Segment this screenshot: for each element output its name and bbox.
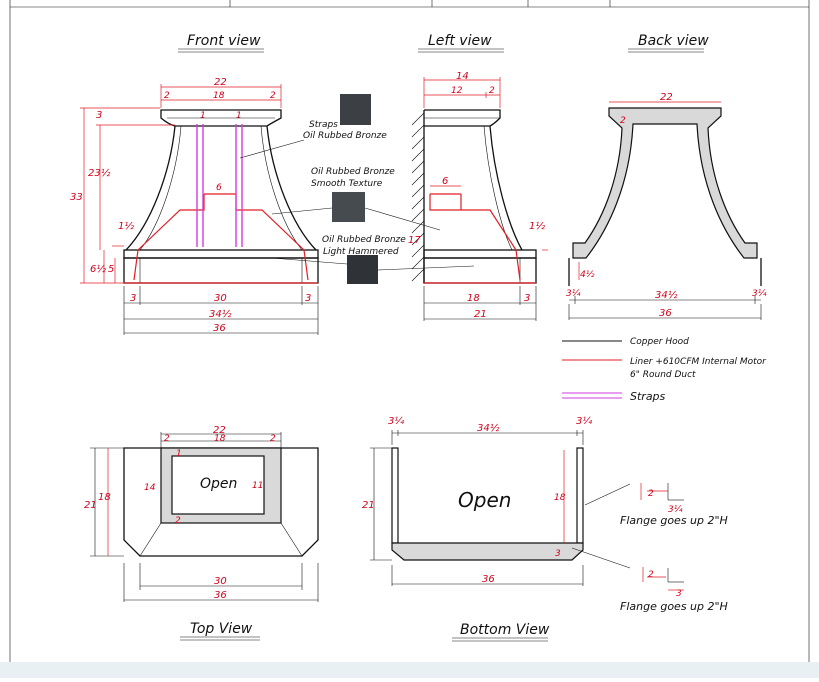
top-dim-h21: 21 xyxy=(84,500,97,511)
front-view: Front view 22 18 2 2 1 1 6 xyxy=(70,33,319,335)
flange-b-two: 2 xyxy=(648,570,654,580)
front-dim-34half: 34½ xyxy=(209,308,232,320)
top-dim-corner: 2 xyxy=(175,516,181,526)
front-dim-base-a: 6½ xyxy=(90,263,106,275)
top-dim-22: 22 xyxy=(213,425,226,436)
front-dim-36: 36 xyxy=(213,323,226,334)
smooth-callout-line1: Oil Rubbed Bronze xyxy=(311,167,395,177)
straps-callout-finish: Oil Rubbed Bronze xyxy=(303,131,387,141)
front-dim-strap-b: 1 xyxy=(236,111,242,121)
flange-b-text: Flange goes up 2"H xyxy=(620,600,728,613)
front-dim-collar: 3 xyxy=(96,110,102,121)
left-dim-3: 3 xyxy=(524,293,530,304)
back-dim-right: 3¼ xyxy=(752,289,767,299)
front-view-title: Front view xyxy=(187,33,261,49)
flange-details: 2 3¼ Flange goes up 2"H 2 3 Flange goes … xyxy=(571,483,728,613)
top-dim-h18: 18 xyxy=(98,492,111,503)
top-view-title: Top View xyxy=(190,621,253,637)
front-dim-22: 22 xyxy=(214,77,227,88)
hammered-swatch xyxy=(347,255,378,284)
finish-callouts: Straps Oil Rubbed Bronze Oil Rubbed Bron… xyxy=(239,94,475,284)
legend-liner-label-2: 6" Round Duct xyxy=(630,370,696,380)
back-dim-22: 22 xyxy=(660,92,673,103)
bottom-dim-three: 3 xyxy=(555,549,561,559)
legend-copper-label: Copper Hood xyxy=(630,337,689,347)
bottom-dim-36: 36 xyxy=(482,574,495,585)
viewer-bottom-bar xyxy=(0,662,819,678)
smooth-swatch xyxy=(332,192,365,222)
back-dim-34half: 34½ xyxy=(655,289,678,301)
legend-liner-label-1: Liner +610CFM Internal Motor xyxy=(630,357,767,367)
top-dim-left: 2 xyxy=(164,434,170,444)
left-dim-14: 14 xyxy=(456,71,469,82)
top-dim-right: 2 xyxy=(270,434,276,444)
flange-a-two: 2 xyxy=(648,489,654,499)
bottom-dim-left: 3¼ xyxy=(388,415,404,427)
hammered-callout-line1: Oil Rubbed Bronze xyxy=(322,235,406,245)
front-dim-base-b: 5 xyxy=(108,264,114,275)
front-dim-3a: 3 xyxy=(130,293,136,304)
back-dim-corner: 2 xyxy=(620,116,626,126)
straps-callout-title: Straps xyxy=(309,120,338,130)
back-dim-leg: 4½ xyxy=(580,270,595,280)
line-legend: Copper Hood Liner +610CFM Internal Motor… xyxy=(562,337,767,403)
front-dim-23half: 23½ xyxy=(88,167,111,179)
top-dim-36: 36 xyxy=(214,590,227,601)
left-dim-17: 17 xyxy=(408,235,421,246)
top-dim-18: 18 xyxy=(214,434,226,444)
top-view: 22 18 2 2 1 Open 14 11 2 21 18 30 36 Top… xyxy=(84,425,319,641)
hammered-callout-line2: Light Hammered xyxy=(323,247,399,257)
front-dim-2a: 2 xyxy=(164,91,170,101)
bottom-dim-h21: 21 xyxy=(362,500,375,511)
front-dim-18: 18 xyxy=(213,91,225,101)
top-dim-11: 11 xyxy=(252,481,263,491)
front-dim-strap-a: 1 xyxy=(200,111,206,121)
left-dim-2: 2 xyxy=(489,86,495,96)
top-dim-one: 1 xyxy=(176,449,182,459)
front-dim-2b: 2 xyxy=(270,91,276,101)
front-dim-33: 33 xyxy=(70,192,83,203)
left-view: Left view 14 12 2 6 1 xyxy=(408,33,548,321)
back-dim-left: 3¼ xyxy=(566,289,581,299)
legend-straps-label: Straps xyxy=(630,390,666,403)
bottom-view-title: Bottom View xyxy=(460,622,550,638)
flange-b-three: 3 xyxy=(676,589,682,599)
bottom-dim-34half: 34½ xyxy=(477,422,500,434)
bottom-dim-right: 3¼ xyxy=(576,415,592,427)
back-view: Back view 22 2 4½ 3¼ 34½ 3¼ 36 xyxy=(566,33,767,320)
left-dim-12: 12 xyxy=(451,86,463,96)
left-dim-6: 6 xyxy=(442,176,448,187)
left-dim-18: 18 xyxy=(467,293,480,304)
top-open-label: Open xyxy=(200,476,237,492)
bottom-view: 3¼ 34½ 3¼ Open 18 3 21 36 Bottom View xyxy=(362,415,592,642)
left-view-title: Left view xyxy=(428,33,492,49)
smooth-callout-line2: Smooth Texture xyxy=(311,179,383,189)
left-dim-21: 21 xyxy=(474,309,487,320)
front-dim-30: 30 xyxy=(214,293,227,304)
bottom-open-label: Open xyxy=(458,488,511,512)
title-frame xyxy=(9,0,810,662)
bottom-dim-h18: 18 xyxy=(554,493,566,503)
back-view-title: Back view xyxy=(638,33,709,49)
top-dim-14: 14 xyxy=(144,483,156,493)
flange-a-frac: 3¼ xyxy=(668,505,683,515)
top-dim-30: 30 xyxy=(214,576,227,587)
back-dim-36: 36 xyxy=(659,308,672,319)
left-dim-band: 1½ xyxy=(529,220,545,232)
flange-a-text: Flange goes up 2"H xyxy=(620,514,728,527)
front-dim-3b: 3 xyxy=(305,293,311,304)
straps-swatch xyxy=(340,94,371,125)
front-dim-band: 1½ xyxy=(118,220,134,232)
front-dim-6: 6 xyxy=(216,183,222,193)
